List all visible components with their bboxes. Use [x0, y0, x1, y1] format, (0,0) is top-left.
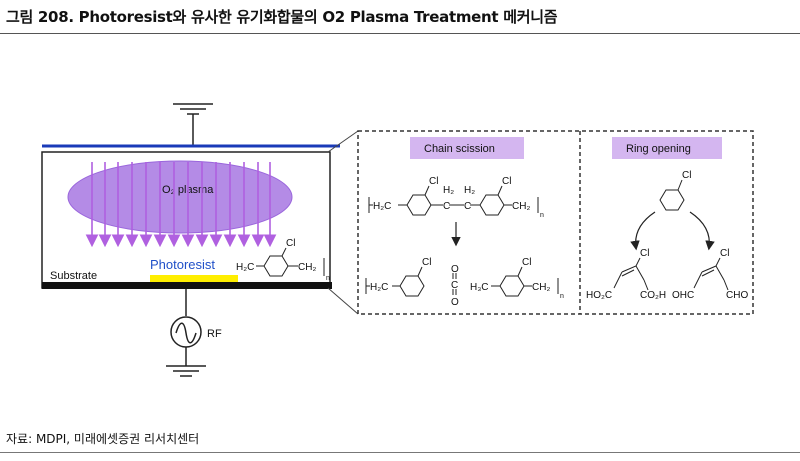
svg-text:Cl: Cl — [682, 170, 691, 181]
plasma-chamber: O₂ plasma Substrate Photoresist H₂C Cl C… — [41, 144, 340, 289]
svg-text:CH₂: CH₂ — [532, 282, 550, 293]
figure-source: 자료: MDPI, 미래에셋증권 리서치센터 — [6, 432, 200, 446]
ring-opening-header-box — [612, 137, 722, 159]
svg-text:Cl: Cl — [522, 257, 531, 268]
svg-text:C: C — [451, 280, 458, 291]
svg-text:CHO: CHO — [726, 290, 748, 301]
svg-text:O: O — [451, 297, 459, 308]
photoresist-monomer-structure: H₂C Cl CH₂ n — [236, 238, 330, 282]
chain-products-structure — [365, 266, 559, 297]
ground-symbol-top — [173, 103, 213, 146]
chain-scission-header: Chain scission — [424, 143, 495, 155]
svg-text:CH₂: CH₂ — [298, 262, 316, 273]
ring-opening-section: Ring opening Cl Cl Cl HO₂C CO₂H OHC CHO — [586, 137, 748, 301]
svg-text:Cl: Cl — [422, 257, 431, 268]
chain-scission-header-box — [410, 137, 524, 159]
svg-text:n: n — [326, 275, 330, 282]
svg-text:O: O — [451, 264, 459, 275]
svg-text:CH₂: CH₂ — [512, 201, 530, 212]
svg-text:H₂C: H₂C — [236, 262, 254, 273]
svg-text:C: C — [443, 201, 450, 212]
svg-text:HO₂C: HO₂C — [586, 290, 612, 301]
photoresist-layer — [150, 275, 238, 282]
svg-text:H₃C: H₃C — [470, 282, 489, 293]
plasma-arrows — [85, 162, 277, 248]
zoom-connector — [327, 130, 359, 315]
ring-arrow-right — [689, 211, 715, 251]
svg-text:Cl: Cl — [640, 248, 649, 259]
ring-opening-header: Ring opening — [626, 143, 691, 155]
title-divider — [0, 33, 800, 34]
ring-products-structure — [613, 257, 729, 291]
svg-text:Cl: Cl — [502, 176, 511, 187]
bottom-divider — [0, 452, 800, 453]
svg-text:C: C — [464, 201, 471, 212]
svg-text:H₂C: H₂C — [373, 201, 391, 212]
svg-text:CO₂H: CO₂H — [640, 290, 666, 301]
svg-text:Cl: Cl — [429, 176, 438, 187]
svg-text:OHC: OHC — [672, 290, 694, 301]
rf-source — [166, 289, 206, 377]
svg-text:H₂: H₂ — [443, 185, 454, 196]
svg-text:n: n — [540, 212, 544, 219]
svg-text:H₂C: H₂C — [370, 282, 388, 293]
svg-text:Cl: Cl — [720, 248, 729, 259]
rf-label: RF — [207, 328, 222, 340]
svg-text:Cl: Cl — [286, 238, 295, 249]
o2-plasma-ellipse — [67, 160, 293, 234]
svg-text:H₂: H₂ — [464, 185, 475, 196]
chain-polymer-structure — [368, 185, 539, 216]
photoresist-label: Photoresist — [150, 257, 215, 272]
mechanism-panel — [357, 130, 754, 315]
svg-text:n: n — [560, 293, 564, 300]
chlorobenzene-structure — [659, 179, 685, 211]
substrate-electrode — [42, 282, 332, 289]
ring-arrow-left — [630, 211, 656, 251]
figure-title: 그림 208. Photoresist와 유사한 유기화합물의 O2 Plasm… — [6, 8, 558, 26]
chain-scission-section: Chain scission H₂C H₂ C H₂ C Cl Cl CH₂ n — [365, 137, 564, 308]
substrate-label: Substrate — [50, 270, 97, 282]
